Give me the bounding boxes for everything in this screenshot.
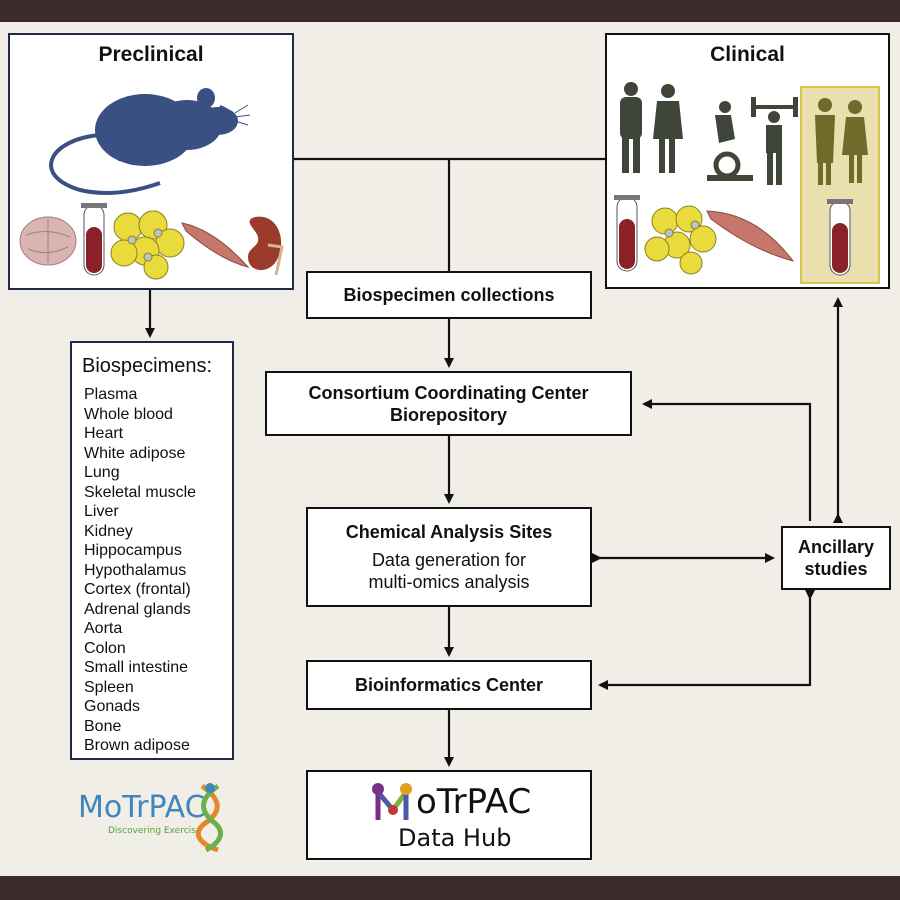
chemical-analysis-line2: multi-omics analysis — [368, 572, 530, 592]
preclinical-title: Preclinical — [98, 43, 204, 66]
list-item: Kidney — [84, 522, 133, 540]
rat-icon — [49, 88, 251, 195]
adipocyte-cluster-icon — [110, 210, 185, 280]
clinical-illustration — [614, 82, 880, 284]
human-silhouettes-icon — [620, 82, 683, 173]
preclinical-illustration — [19, 88, 284, 280]
muscle-icon — [181, 222, 250, 268]
list-item: Adrenal glands — [84, 600, 191, 618]
ancillary-line1: Ancillary — [797, 537, 875, 557]
preclinical-panel: Preclinical — [8, 33, 294, 290]
dna-helix-icon — [195, 783, 223, 852]
datahub-brand: oTrPAC — [416, 782, 532, 822]
datahub-node: oTrPAC Data Hub — [306, 770, 592, 860]
muscle-icon — [706, 210, 795, 262]
list-item: Heart — [84, 425, 124, 442]
ancillary-studies-node: Ancillary studies — [781, 526, 891, 590]
coordinating-center-line2: Biorepository — [389, 404, 508, 425]
bottom-band — [0, 876, 900, 900]
list-item: Hippocampus — [84, 542, 182, 559]
list-item: Colon — [84, 639, 126, 657]
biospecimens-title: Biospecimens: — [82, 355, 213, 377]
list-item: Gonads — [84, 698, 141, 715]
blood-tube-icon — [827, 199, 853, 276]
top-band — [0, 0, 900, 22]
chemical-analysis-title: Chemical Analysis Sites — [345, 522, 553, 542]
bioinformatics-center-label: Bioinformatics Center — [354, 675, 544, 695]
motrpac-logo-name: MoTrPAC — [78, 790, 206, 825]
datahub-subtitle: Data Hub — [398, 824, 512, 852]
weightlifting-icon — [751, 97, 798, 185]
list-item: Skeletal muscle — [84, 483, 197, 501]
list-item: Liver — [84, 503, 119, 520]
blood-tube-icon — [614, 195, 640, 272]
biospecimens-list: Plasma Whole blood Heart White adipose L… — [84, 385, 196, 756]
chemical-analysis-line1: Data generation for — [371, 550, 527, 570]
list-item: Hypothalamus — [84, 561, 187, 579]
biospecimens-panel: Biospecimens: Plasma Whole blood Heart W… — [70, 341, 234, 760]
chemical-analysis-node: Chemical Analysis Sites Data generation … — [306, 507, 592, 607]
blood-tube-icon — [81, 203, 107, 276]
motrpac-logo: MoTrPAC Discovering Exercise — [74, 782, 244, 852]
clinical-title: Clinical — [710, 43, 785, 66]
list-item: Spleen — [84, 678, 134, 696]
coordinating-center-node: Consortium Coordinating Center Bioreposi… — [265, 371, 632, 436]
coordinating-center-line1: Consortium Coordinating Center — [308, 382, 589, 403]
highlight-silhouettes-icon — [815, 98, 868, 185]
list-item: Whole blood — [84, 405, 173, 423]
list-item: Small intestine — [84, 659, 189, 676]
arrow-ancillary-to-coordinating — [642, 399, 812, 521]
list-item: Bone — [84, 717, 122, 735]
datahub-m-icon — [372, 783, 412, 820]
biospecimen-collections-node: Biospecimen collections — [306, 271, 592, 319]
adipocyte-cluster-icon — [644, 205, 717, 275]
list-item: Plasma — [84, 386, 138, 403]
brain-icon — [19, 216, 77, 266]
arrow-bioinformatics-ancillary — [598, 590, 815, 690]
list-item: White adipose — [84, 444, 186, 462]
list-item: Cortex (frontal) — [84, 581, 191, 598]
list-item: Aorta — [84, 620, 123, 637]
biospecimen-collections-label: Biospecimen collections — [343, 285, 555, 305]
exercise-bike-icon — [707, 101, 753, 181]
ancillary-line2: studies — [804, 559, 868, 579]
kidney-icon — [248, 216, 284, 276]
clinical-panel: Clinical — [605, 33, 890, 289]
motrpac-logo-tagline: Discovering Exercise — [108, 826, 202, 836]
bioinformatics-center-node: Bioinformatics Center — [306, 660, 592, 710]
list-item: Brown adipose — [84, 737, 190, 754]
list-item: Lung — [84, 464, 120, 481]
